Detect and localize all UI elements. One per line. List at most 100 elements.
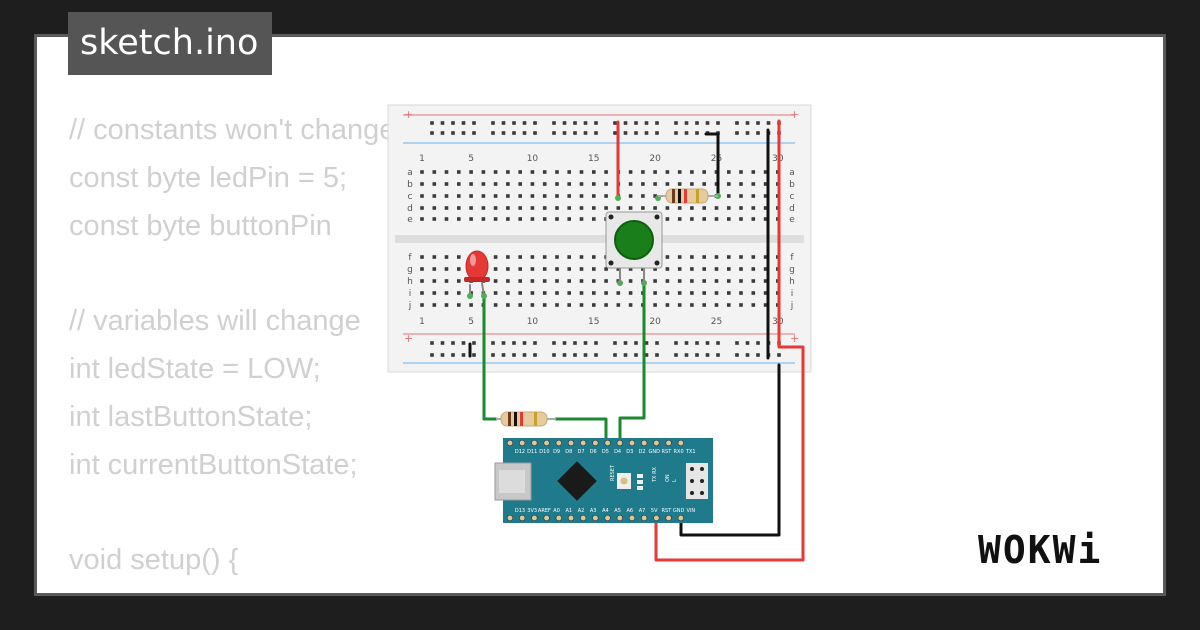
code-line: // ... [69, 585, 395, 593]
pin-label: D13 [515, 508, 525, 514]
row-letter-right: d [789, 204, 795, 214]
pin-label: D7 [577, 449, 584, 455]
pin-label: D11 [527, 449, 537, 455]
pin-label: D10 [539, 449, 549, 455]
row-letter-left: f [408, 253, 412, 263]
wire-green-button [618, 281, 646, 443]
column-number-bottom: 1 [419, 317, 425, 327]
column-number-bottom: 5 [468, 317, 474, 327]
row-letter-left: c [408, 192, 413, 202]
rail-plus-bottom-left: + [404, 332, 413, 345]
row-letter-left: e [407, 215, 413, 225]
pin-label: RST [662, 449, 673, 455]
row-letter-left: b [407, 180, 413, 190]
pin-label: A3 [590, 508, 597, 514]
rail-plus-top-left: + [404, 108, 413, 121]
pin-label: RX0 [674, 449, 684, 455]
column-number-bottom: 20 [649, 317, 661, 327]
column-number-top: 20 [649, 154, 661, 164]
column-number-top: 25 [711, 154, 722, 164]
pin-label: GND [648, 449, 660, 455]
code-line: void setup() { [69, 544, 239, 577]
row-letter-left: a [407, 168, 413, 178]
column-number-top: 1 [419, 154, 425, 164]
rail-minus-top-right: - [790, 136, 794, 149]
pin-label: D12 [515, 449, 525, 455]
code-line: const byte ledPin = 5; [69, 161, 348, 194]
wire-black-gnd [679, 363, 781, 537]
icsp-header [686, 463, 708, 499]
column-number-top: 15 [588, 154, 599, 164]
pin-label: D2 [638, 449, 645, 455]
row-letter-right: i [791, 289, 794, 299]
column-number-bottom: 10 [527, 317, 539, 327]
pin-label: D9 [553, 449, 560, 455]
on-label: ON [665, 474, 671, 482]
rail-plus-bottom-right: + [790, 332, 799, 345]
row-letter-left: d [407, 204, 413, 214]
pin-label: A1 [565, 508, 572, 514]
pin-label: 3V3 [527, 508, 537, 514]
code-line: const byte buttonPin [69, 209, 332, 242]
resistor-top [658, 188, 718, 204]
pin-label: D8 [565, 449, 572, 455]
row-letter-right: h [789, 277, 795, 287]
wire-green-led [482, 294, 498, 421]
row-letter-right: c [790, 192, 795, 202]
row-letter-left: g [407, 265, 413, 275]
pushbutton-cap[interactable] [614, 220, 654, 260]
row-letter-left: j [408, 301, 412, 311]
pin-label: GND [673, 508, 685, 514]
row-letter-right: b [789, 180, 795, 190]
pin-label: RST [662, 508, 673, 514]
pin-label: A5 [614, 508, 621, 514]
code-editor[interactable]: // constants won't change const byte ledP… [69, 107, 396, 593]
code-line: // constants won't change [69, 114, 396, 146]
pushbutton[interactable] [605, 211, 663, 283]
pin-label: VIN [686, 508, 695, 514]
column-number-top: 5 [468, 154, 474, 164]
row-letter-right: j [790, 301, 794, 311]
row-letter-left: h [407, 277, 413, 287]
pin-label: D3 [626, 449, 633, 455]
rail-minus-top-left: - [405, 136, 409, 149]
pin-label: A4 [602, 508, 609, 514]
wokwi-logo: WOKWi [978, 528, 1103, 572]
rail-plus-top-right: + [790, 108, 799, 121]
pin-label: D6 [590, 449, 597, 455]
red-led[interactable] [464, 250, 490, 282]
pin-label: A7 [639, 508, 646, 514]
l-label: L [672, 479, 678, 482]
pin-label: AREF [538, 508, 551, 514]
code-line: // variables will change [69, 305, 361, 338]
row-letter-right: e [789, 215, 795, 225]
code-line: int lastButtonState; [69, 400, 313, 433]
row-letter-right: f [790, 253, 794, 263]
column-number-top: 10 [527, 154, 539, 164]
wires [468, 119, 805, 562]
txrx-label: TX RX [652, 466, 658, 483]
wire-green-resistor [554, 417, 608, 443]
microcontroller-chip [557, 461, 597, 501]
file-tab-title[interactable]: sketch.ino [68, 12, 273, 75]
row-letter-right: a [789, 168, 795, 178]
resistor-bottom [496, 411, 556, 427]
column-number-bottom: 15 [588, 317, 599, 327]
pin-label: D5 [602, 449, 609, 455]
pin-label: 5V [651, 508, 658, 514]
pin-label: D4 [614, 449, 621, 455]
wire-black-resistor [704, 132, 720, 198]
column-number-bottom: 25 [711, 317, 722, 327]
reset-label: RESET [610, 464, 616, 481]
row-letter-left: i [409, 289, 412, 299]
pin-label: TX1 [685, 449, 696, 455]
row-letter-right: g [789, 265, 795, 275]
wire-red-power [654, 119, 805, 562]
pin-label: A6 [626, 508, 633, 514]
pin-label: A2 [578, 508, 585, 514]
code-line: int ledState = LOW; [69, 352, 321, 385]
